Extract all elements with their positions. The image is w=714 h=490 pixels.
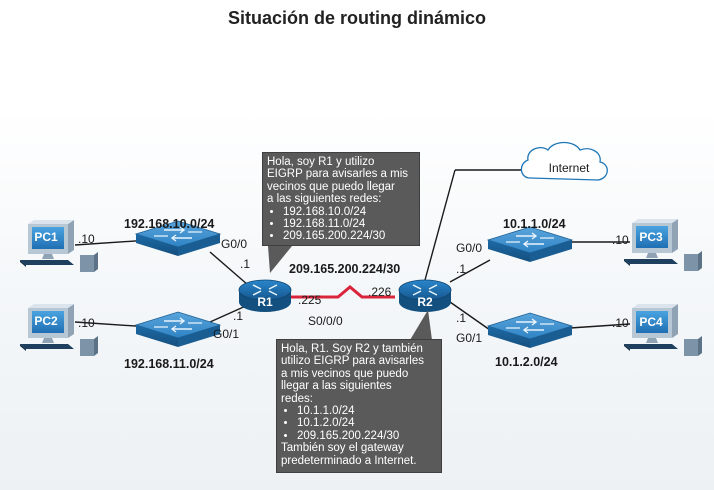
r1-s000-label: S0/0/0 (308, 314, 343, 328)
r1-label: R1 (257, 295, 273, 309)
internet-cloud-icon[interactable] (520, 141, 608, 181)
callout-r2: Hola, R1. Soy R2 y también utilizo EIGRP… (276, 339, 442, 473)
r2-label: R2 (417, 295, 433, 309)
callout-r2-item: 209.165.200.224/30 (297, 430, 437, 442)
r2-serial-ip-label: .226 (368, 285, 392, 299)
pc4-icon[interactable] (624, 304, 702, 356)
r2-g00-ip-label: .1 (456, 262, 466, 276)
callout-r2-line: llegar a las siguientes (281, 380, 392, 393)
pc1-label: PC1 (34, 230, 58, 244)
network-lan1-label: 192.168.10.0/24 (124, 217, 214, 231)
switch2-icon[interactable] (135, 311, 221, 348)
callout-r2-line: Hola, R1. Soy R2 y también (281, 343, 423, 355)
links (74, 169, 631, 331)
callout-r1-item: 192.168.10.0/24 (283, 206, 415, 218)
pc3-label: PC3 (639, 230, 663, 244)
network-wan-label: 209.165.200.224/30 (289, 262, 400, 276)
callout-r1-line: EIGRP para avisarles a mis (267, 168, 409, 181)
callout-r2-line: a mis vecinos que puedo (281, 367, 409, 380)
pc2-icon[interactable] (20, 304, 98, 356)
pc4-label: PC4 (639, 315, 663, 329)
callout-r2-footer: También soy el gateway (281, 442, 404, 455)
callout-r1-item: 209.165.200.224/30 (283, 230, 415, 242)
callout-r1: Hola, soy R1 y utilizo EIGRP para avisar… (262, 152, 420, 246)
r1-g00-ip-label: .1 (240, 257, 250, 271)
callout-r1-line: a las siguientes redes: (267, 193, 382, 206)
link-r2-sw4 (449, 301, 491, 331)
callout-r2-line: redes: (281, 392, 313, 405)
r1-g01-label: G0/1 (213, 327, 239, 341)
pc3-host-label: .10 (612, 233, 629, 247)
r2-g01-ip-label: .1 (456, 311, 466, 325)
switch3-icon[interactable] (487, 226, 573, 263)
network-lan3-label: 10.1.1.0/24 (503, 217, 566, 231)
pc2-host-label: .10 (78, 316, 95, 330)
callout-r1-item: 192.168.11.0/24 (283, 218, 415, 230)
pc3-icon[interactable] (624, 219, 702, 271)
link-sw2-r1 (209, 304, 249, 323)
pc1-host-label: .10 (78, 232, 95, 246)
pc1-icon[interactable] (20, 220, 98, 272)
serial-link (290, 285, 395, 299)
callout-r2-line: utilizo EIGRP para avisarles (281, 355, 424, 368)
callout-r2-item: 10.1.1.0/24 (297, 405, 437, 417)
callout-r2-list: 10.1.1.0/24 10.1.2.0/24 209.165.200.224/… (281, 405, 437, 442)
pc4-host-label: .10 (612, 316, 629, 330)
internet-label: Internet (549, 161, 590, 175)
callout-r1-pointer (268, 246, 292, 273)
callout-r1-list: 192.168.10.0/24 192.168.11.0/24 209.165.… (267, 206, 415, 243)
link-sw1-r1 (209, 251, 249, 286)
network-lan2-label: 192.168.11.0/24 (124, 357, 214, 371)
r2-g01-label: G0/1 (456, 331, 482, 345)
r1-g00-label: G0/0 (221, 237, 247, 251)
r1-g01-ip-label: .1 (233, 309, 243, 323)
callout-r2-item: 10.1.2.0/24 (297, 417, 437, 429)
callout-r2-pointer (410, 310, 432, 340)
r1-serial-ip-label: .225 (298, 293, 322, 307)
r2-g00-label: G0/0 (456, 241, 482, 255)
network-lan4-label: 10.1.2.0/24 (495, 355, 558, 369)
diagram-title: Situación de routing dinámico (227, 8, 486, 28)
link-r2-sw3 (449, 259, 491, 283)
callout-r1-line: vecinos que puedo llegar (267, 180, 395, 193)
link-r2-internet (424, 169, 456, 281)
callout-r2-footer: predeterminado a Internet. (281, 454, 417, 467)
callout-r1-line: Hola, soy R1 y utilizo (267, 156, 375, 168)
switch4-icon[interactable] (487, 312, 573, 349)
pc2-label: PC2 (34, 314, 58, 328)
link-sw4-pc4 (569, 323, 631, 329)
